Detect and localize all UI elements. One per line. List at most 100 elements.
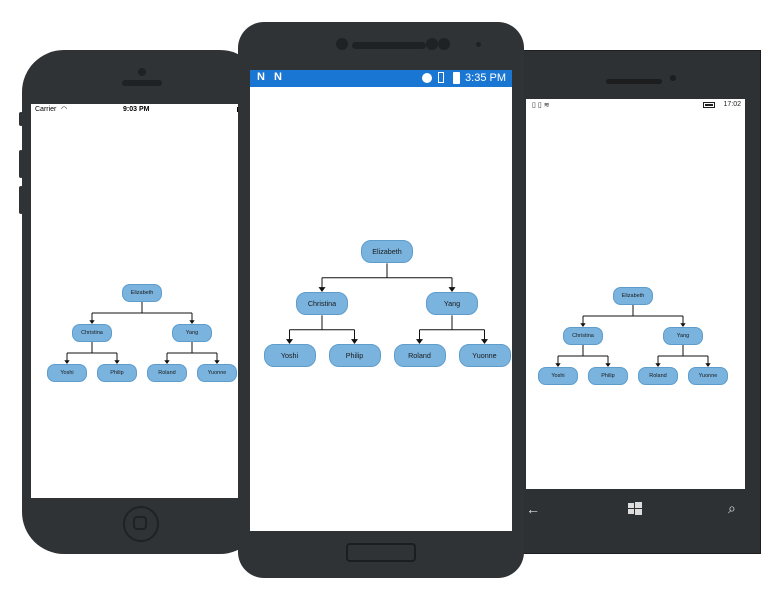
arrowhead: [655, 363, 661, 367]
front-camera: [138, 68, 146, 76]
org-node-yoshi[interactable]: Yoshi: [538, 367, 578, 385]
org-node-label: Philip: [110, 370, 124, 376]
org-node-philip[interactable]: Philip: [588, 367, 628, 385]
arrowhead: [416, 339, 423, 344]
org-node-yuonne[interactable]: Yuonne: [458, 344, 511, 368]
org-chart-connectors: [286, 263, 488, 344]
android-status-bar: N N 3:35 PM: [250, 70, 512, 87]
org-node-roland[interactable]: Roland: [393, 344, 446, 368]
arrowhead: [64, 360, 70, 364]
org-node-label: Yuonne: [207, 370, 227, 376]
org-node-label: Elizabeth: [130, 290, 154, 296]
org-node-label: Philip: [601, 373, 615, 379]
arrowhead: [555, 363, 561, 367]
org-node-label: Christina: [307, 299, 337, 309]
mute-switch[interactable]: [19, 112, 23, 126]
notification-n-icon: N: [274, 71, 282, 83]
org-node-label: Roland: [649, 373, 667, 379]
org-node-label: Elizabeth: [621, 293, 645, 299]
arrowhead: [286, 339, 293, 344]
org-node-yoshi[interactable]: Yoshi: [263, 344, 316, 368]
ios-time: 9:03 PM: [123, 106, 150, 113]
org-node-label: Yang: [443, 299, 461, 309]
org-node-christina[interactable]: Christina: [296, 292, 348, 316]
org-node-label: Christina: [81, 330, 103, 336]
do-not-disturb-icon: [422, 73, 432, 83]
org-node-yoshi[interactable]: Yoshi: [47, 364, 87, 382]
org-node-yuonne[interactable]: Yuonne: [688, 367, 728, 385]
org-node-elizabeth[interactable]: Elizabeth: [361, 240, 413, 264]
arrowhead: [89, 320, 95, 324]
no-sim-icon: [438, 72, 444, 83]
org-node-label: Roland: [408, 351, 431, 361]
proximity-sensor: [426, 38, 438, 50]
arrowhead: [114, 360, 120, 364]
org-node-elizabeth[interactable]: Elizabeth: [122, 284, 162, 302]
arrowhead: [448, 287, 456, 292]
org-node-philip[interactable]: Philip: [328, 344, 381, 368]
org-node-yang[interactable]: Yang: [172, 324, 212, 342]
wifi-icon: ◠: [61, 106, 68, 113]
volume-down-button[interactable]: [19, 186, 23, 214]
arrowhead: [164, 360, 170, 364]
search-icon[interactable]: ⌕: [728, 500, 736, 516]
org-node-label: Roland: [158, 370, 176, 376]
arrowhead: [481, 339, 488, 344]
org-node-label: Yang: [185, 330, 199, 336]
arrowhead: [605, 363, 611, 367]
org-node-roland[interactable]: Roland: [147, 364, 187, 382]
windows-logo-icon[interactable]: [628, 502, 642, 516]
windows-status-bar: ▯▯≋ 17:02: [526, 99, 745, 111]
org-node-christina[interactable]: Christina: [563, 327, 603, 345]
arrowhead: [705, 363, 711, 367]
light-sensor: [438, 38, 450, 50]
carrier-label: Carrier: [35, 106, 57, 113]
earpiece-speaker: [122, 80, 162, 86]
battery-icon: [453, 72, 460, 84]
battery-icon: [703, 102, 715, 108]
arrowhead: [680, 323, 686, 327]
signal-icons: ▯▯≋: [532, 102, 552, 109]
org-node-elizabeth[interactable]: Elizabeth: [613, 287, 653, 305]
org-node-yuonne[interactable]: Yuonne: [197, 364, 237, 382]
org-node-label: Christina: [572, 333, 594, 339]
home-button[interactable]: [346, 543, 416, 562]
org-node-label: Yang: [676, 333, 690, 339]
org-node-label: Yuonne: [472, 351, 497, 361]
volume-up-button[interactable]: [19, 150, 23, 178]
front-camera: [336, 38, 348, 50]
org-chart-connectors: [64, 302, 220, 364]
notification-n-icon: N: [257, 71, 265, 83]
org-node-label: Yoshi: [60, 370, 74, 376]
home-square-icon: [133, 516, 147, 530]
arrowhead: [189, 320, 195, 324]
org-node-label: Elizabeth: [372, 247, 402, 257]
android-time: 3:35 PM: [465, 72, 506, 84]
arrowhead: [580, 323, 586, 327]
back-icon[interactable]: ←: [526, 501, 540, 517]
org-node-label: Philip: [345, 351, 364, 361]
org-chart-connectors: [555, 305, 711, 367]
arrowhead: [318, 287, 326, 292]
home-button[interactable]: [123, 506, 159, 542]
org-node-label: Yoshi: [551, 373, 565, 379]
windows-time: 17:02: [723, 101, 741, 108]
front-camera: [670, 75, 676, 81]
org-node-philip[interactable]: Philip: [97, 364, 137, 382]
org-node-yang[interactable]: Yang: [663, 327, 703, 345]
org-node-yang[interactable]: Yang: [426, 292, 478, 316]
org-node-roland[interactable]: Roland: [638, 367, 678, 385]
arrowhead: [214, 360, 220, 364]
org-node-christina[interactable]: Christina: [72, 324, 112, 342]
earpiece-speaker: [352, 42, 426, 49]
org-node-label: Yoshi: [280, 351, 299, 361]
